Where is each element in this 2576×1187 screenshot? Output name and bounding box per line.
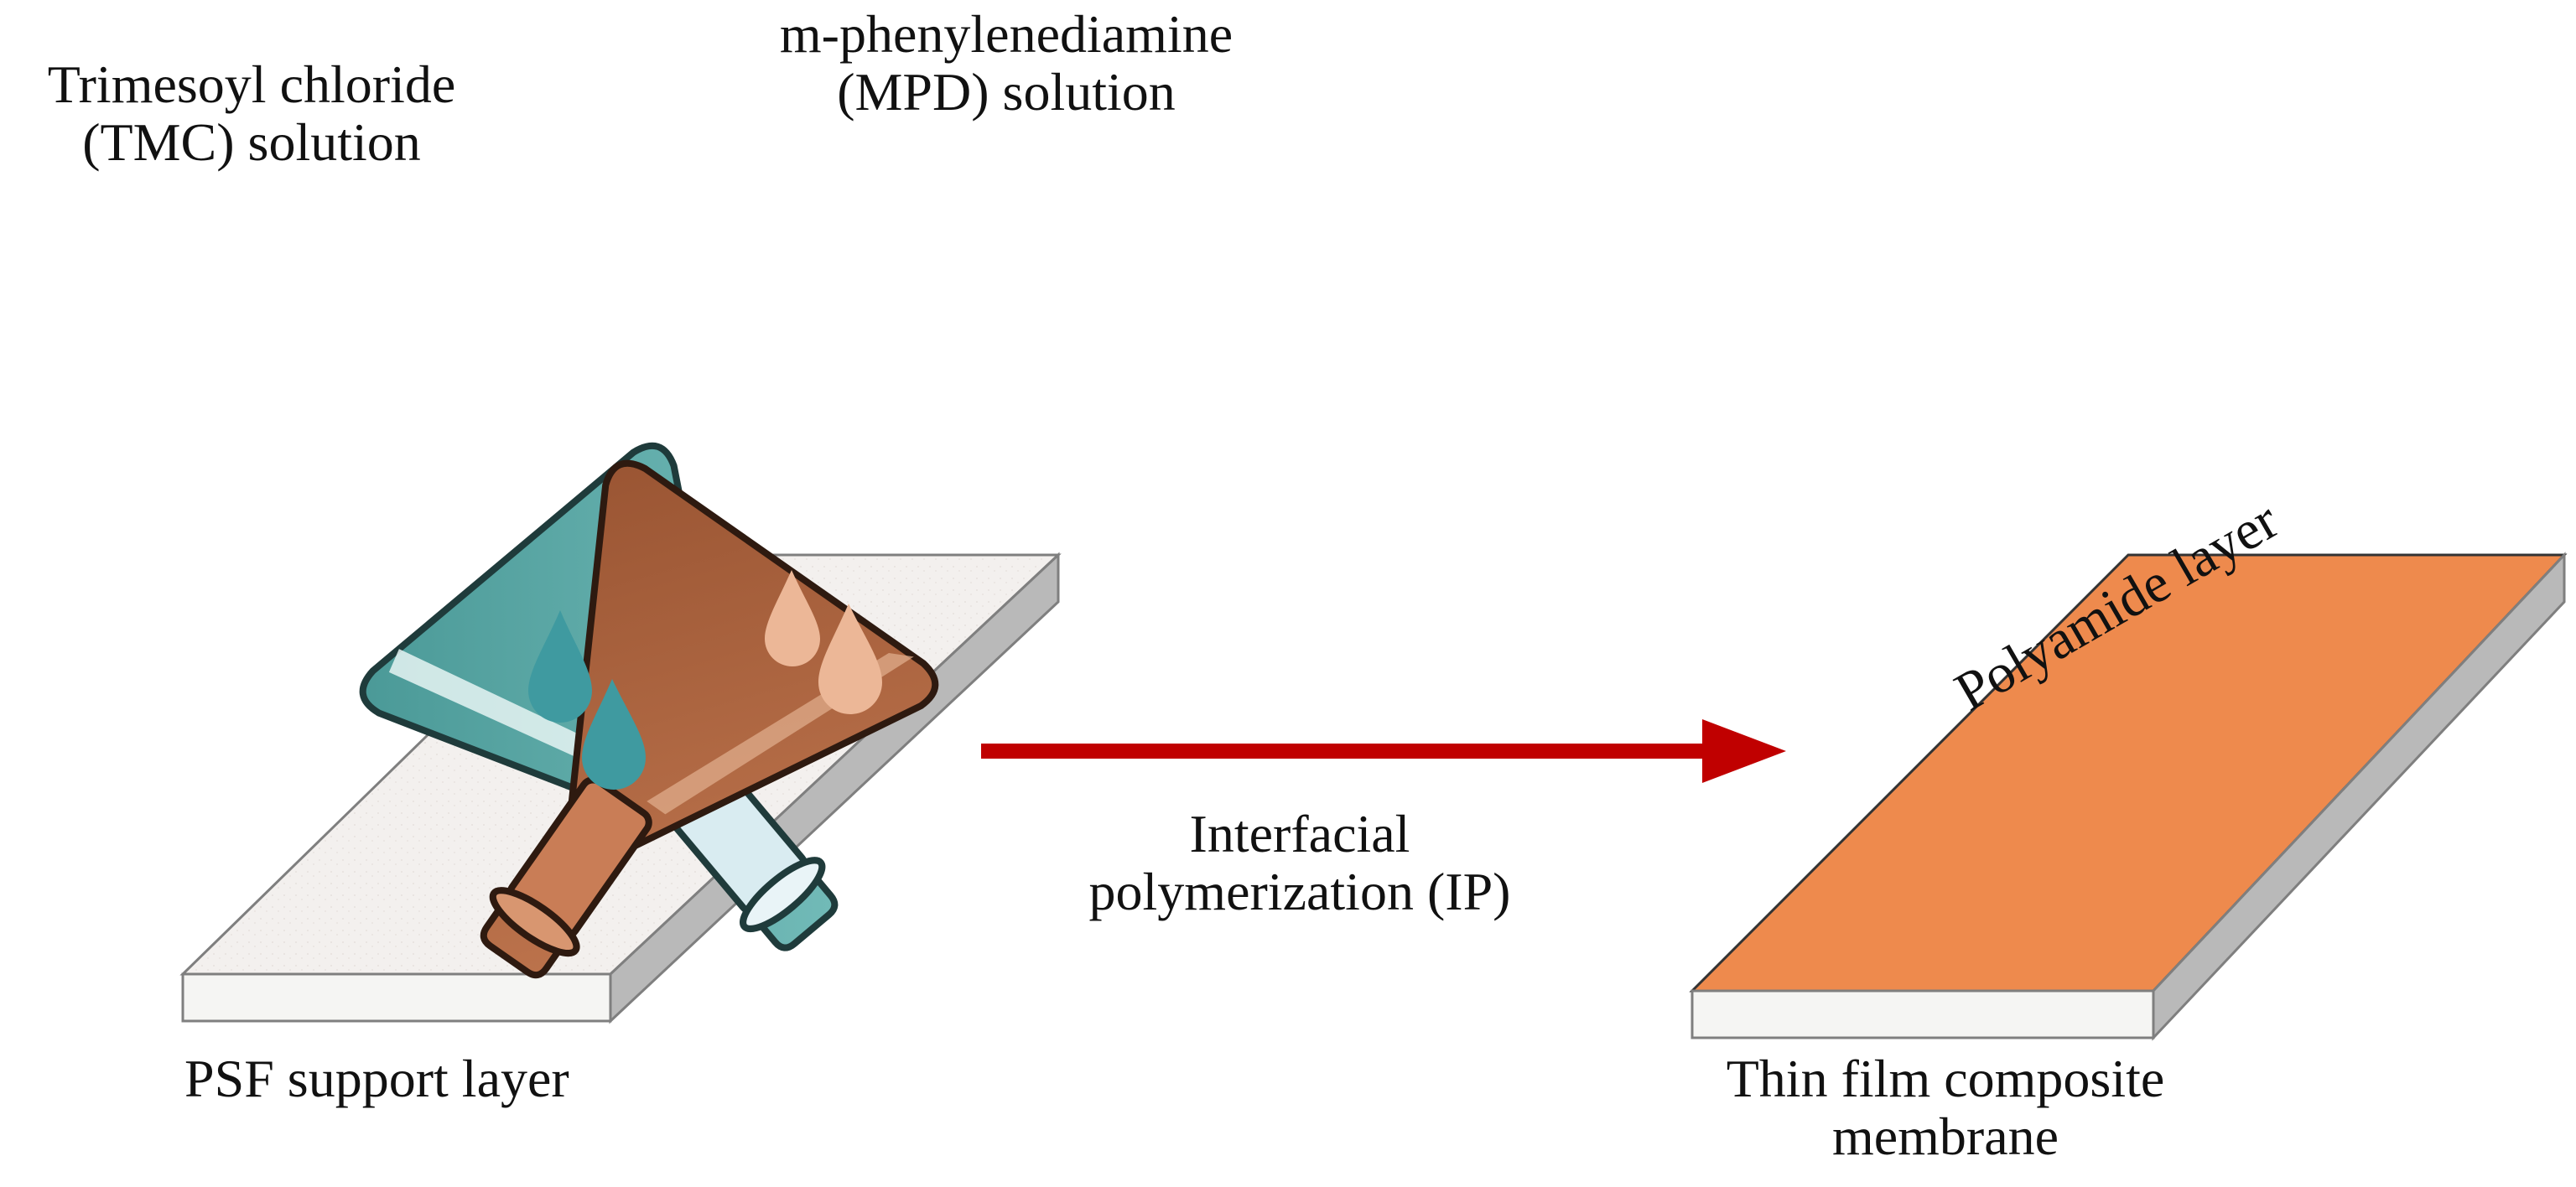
tmc-droplet-2 <box>582 679 646 790</box>
tmc-droplet-1 <box>528 610 592 723</box>
mpd-droplet-2 <box>818 604 882 714</box>
interfacial-polymerization-label: Interfacial polymerization (IP) <box>964 805 1635 920</box>
tfc-membrane-label: Thin film composite membrane <box>1660 1050 2231 1165</box>
ip-label-line2: polymerization (IP) <box>1088 862 1511 922</box>
tfc-front-face <box>1690 989 2155 1039</box>
tmc-flask-lip <box>740 857 826 933</box>
mpd-droplet-1 <box>765 570 820 666</box>
tfc-side-face <box>2152 552 2566 1041</box>
mpd-solution-label: m-phenylenediamine (MPD) solution <box>738 5 1275 121</box>
tfc-label-line2: membrane <box>1831 1107 2059 1167</box>
tfc-membrane <box>1689 552 2568 1041</box>
mpd-flask-lip <box>489 887 580 957</box>
tfc-label-line1: Thin film composite <box>1726 1049 2165 1108</box>
mpd-label-line2: (MPD) solution <box>837 62 1176 122</box>
mpd-label-line1: m-phenylenediamine <box>779 4 1233 64</box>
ip-label-line1: Interfacial <box>1189 804 1410 863</box>
arrow-right-icon <box>981 719 1786 783</box>
tmc-label-line1: Trimesoyl chloride <box>47 54 456 114</box>
tmc-label-line2: (TMC) solution <box>82 112 421 173</box>
psf-support-layer-label: PSF support layer <box>184 1049 569 1108</box>
psf-front-face <box>181 972 612 1023</box>
tmc-solution-label: Trimesoyl chloride (TMC) solution <box>17 55 486 171</box>
